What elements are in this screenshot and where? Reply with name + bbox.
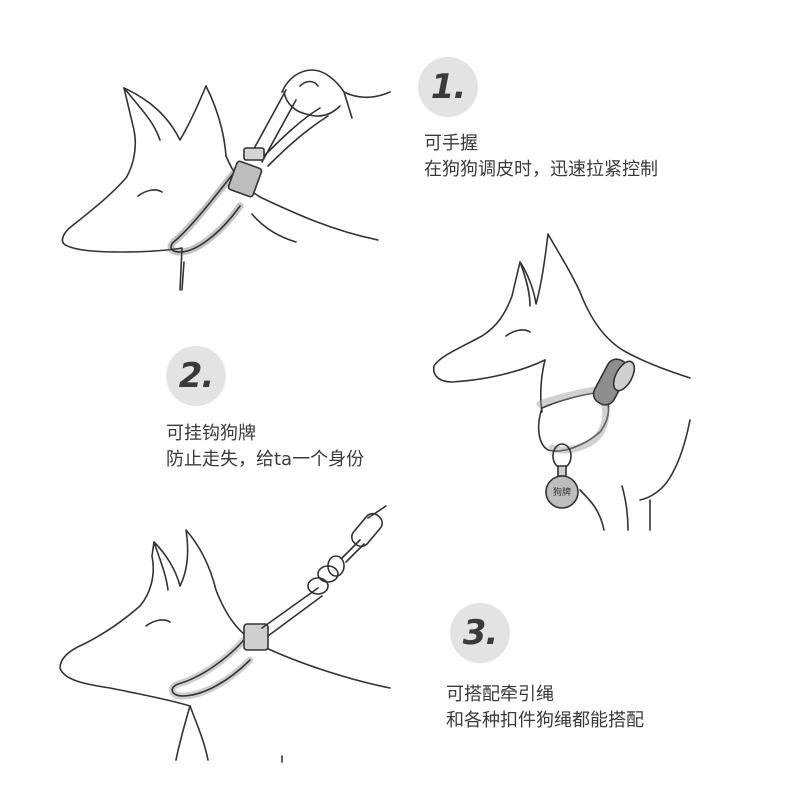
collar-illustration-1	[167, 89, 329, 256]
feature-1-desc: 在狗狗调皮时，迅速拉紧控制	[424, 159, 658, 180]
feature-2-number-badge: 2.	[166, 346, 226, 406]
feature-2-number: 2.	[178, 356, 215, 396]
feature-3-title: 可搭配牵引绳	[446, 684, 554, 705]
feature-2-title: 可挂钩狗牌	[166, 423, 256, 444]
feature-3-number-badge: 3.	[450, 603, 510, 663]
feature-2-desc: 防止走失，给ta一个身份	[166, 449, 365, 470]
feature-1-number-badge: 1.	[418, 57, 478, 117]
feature-1-title: 可手握	[424, 133, 478, 154]
feature-1-text: 可手握 在狗狗调皮时，迅速拉紧控制	[424, 131, 658, 183]
leash-illustration-3	[168, 505, 387, 700]
feature-1-number: 1.	[430, 67, 467, 107]
feature-2-text: 可挂钩狗牌 防止走失，给ta一个身份	[166, 421, 364, 473]
dog-tag-label: 狗牌	[553, 486, 571, 498]
dog-illustration-leash	[59, 529, 391, 763]
feature-3-text: 可搭配牵引绳 和各种扣件狗绳都能搭配	[446, 682, 644, 734]
dog-illustration-tag	[432, 233, 691, 531]
collar-illustration-2	[536, 358, 636, 509]
feature-3-desc: 和各种扣件狗绳都能搭配	[446, 710, 644, 731]
feature-3-number: 3.	[462, 613, 499, 653]
